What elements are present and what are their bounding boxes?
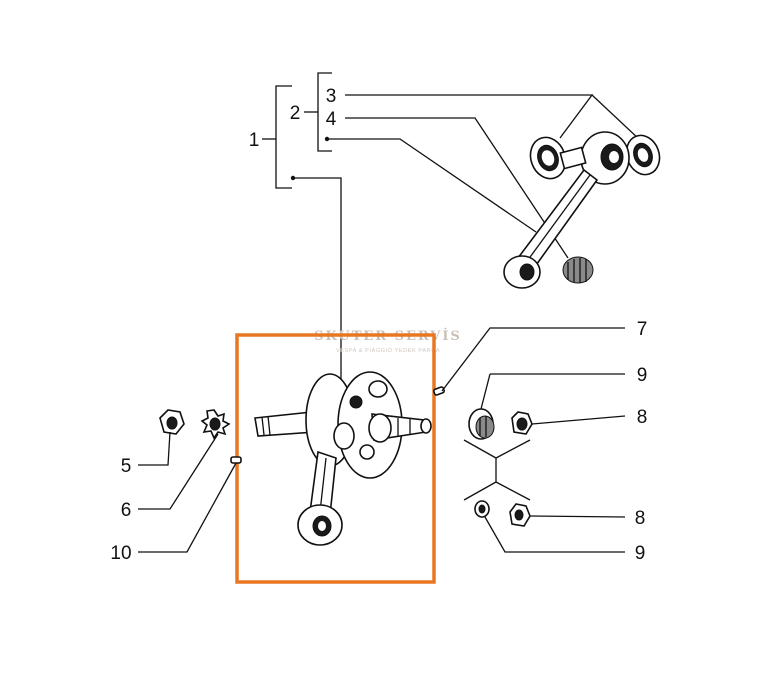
bearing-part-9-upper: [468, 408, 495, 440]
nut-part-5: [159, 409, 185, 435]
separator-cross: [463, 439, 531, 501]
label-3: 3: [326, 86, 337, 107]
label-1: 1: [249, 130, 260, 151]
label-9-upper: 9: [637, 365, 648, 386]
assembly-brackets: [262, 72, 332, 189]
label-8-lower: 8: [635, 508, 646, 529]
label-4: 4: [326, 109, 337, 130]
lock-washer-part-6: [200, 409, 231, 440]
label-7: 7: [637, 319, 648, 340]
watermark: SKUTER SERVİS VESPA & PIAGGIO YEDEK PARÇ…: [314, 328, 460, 354]
label-5: 5: [121, 456, 132, 477]
crankshaft: [254, 371, 432, 546]
leader-lines-lower: [138, 327, 626, 553]
key-part-10: [230, 456, 242, 464]
label-2: 2: [290, 103, 301, 124]
label-9-lower: 9: [635, 543, 646, 564]
label-10: 10: [110, 543, 131, 564]
nut-part-8-lower: [509, 503, 531, 527]
nut-part-8-upper: [511, 411, 533, 435]
watermark-subtitle: VESPA & PIAGGIO YEDEK PARÇA: [336, 348, 440, 354]
washer-part-9-lower: [474, 500, 490, 518]
connecting-rod-assembly: [503, 131, 661, 289]
label-8-upper: 8: [637, 407, 648, 428]
callout-labels: 1 2 3 4 5 6 10 7 9 8 8 9: [110, 86, 647, 564]
leader-lines-upper: [290, 94, 641, 382]
label-6: 6: [121, 500, 132, 521]
